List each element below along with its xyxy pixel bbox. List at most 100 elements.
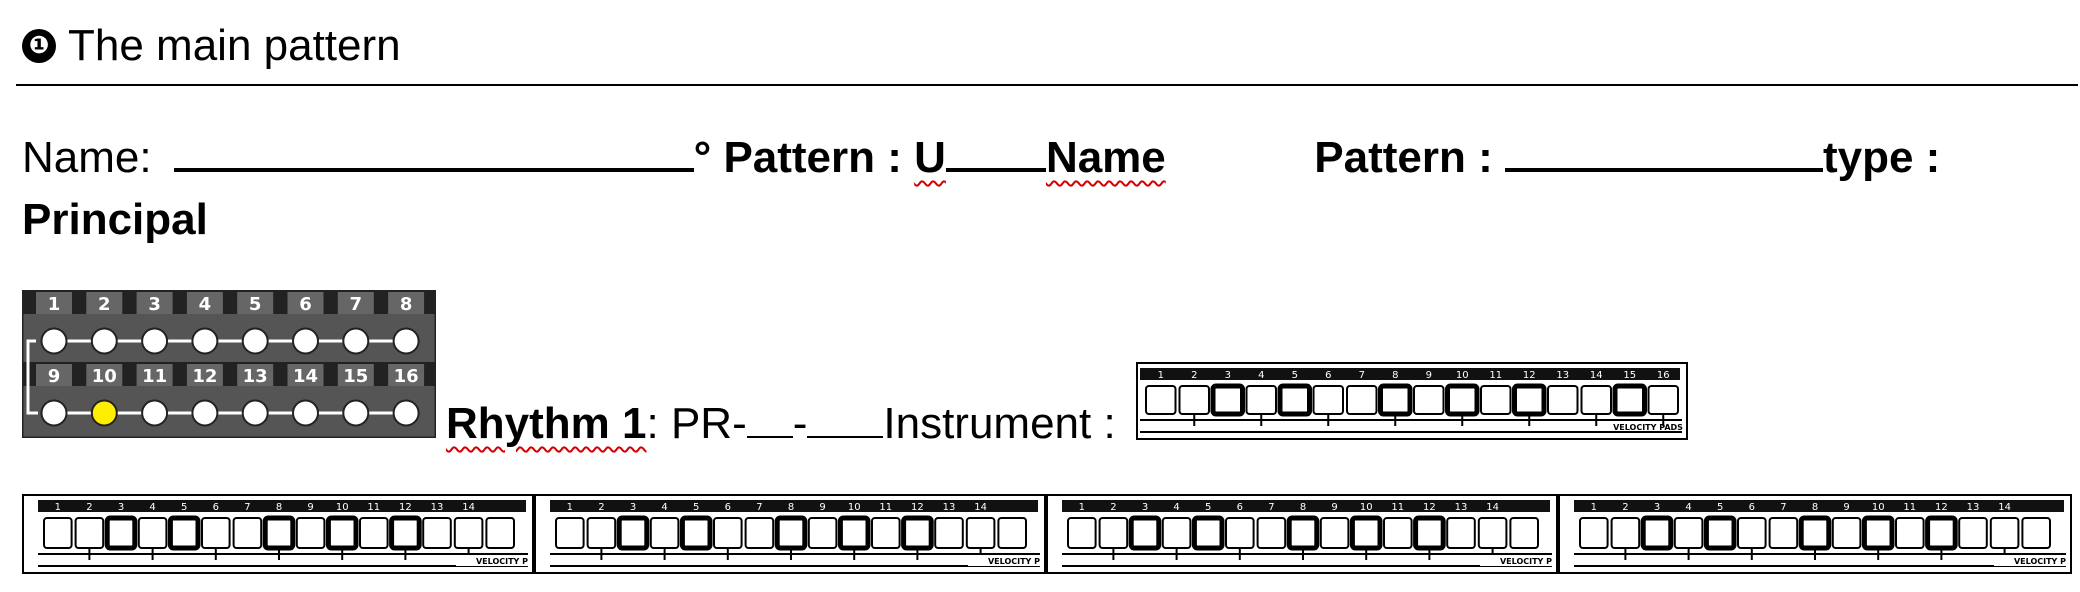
step-pad[interactable] (342, 327, 370, 355)
velocity-pad[interactable] (713, 517, 743, 549)
velocity-pad-accent[interactable] (1378, 383, 1413, 417)
velocity-pad[interactable] (965, 517, 996, 549)
velocity-pad[interactable] (1225, 517, 1255, 549)
velocity-pad[interactable] (1477, 517, 1508, 549)
velocity-pad[interactable] (1547, 385, 1579, 415)
velocity-pad[interactable] (1098, 517, 1129, 549)
velocity-pad-accent[interactable] (1349, 515, 1383, 551)
velocity-pad-accent[interactable] (837, 515, 871, 551)
velocity-pad[interactable] (1178, 385, 1210, 415)
velocity-pad[interactable] (1446, 517, 1476, 549)
velocity-pad[interactable] (453, 517, 484, 549)
velocity-pad-accent[interactable] (167, 515, 201, 551)
velocity-pad[interactable] (1319, 517, 1350, 549)
velocity-pad[interactable] (1831, 517, 1862, 549)
velocity-pad-accent[interactable] (1640, 515, 1674, 551)
velocity-pad[interactable] (744, 517, 775, 549)
velocity-pad-accent[interactable] (1925, 515, 1958, 551)
velocity-pad-accent[interactable] (1445, 383, 1480, 417)
velocity-pad[interactable] (359, 517, 389, 549)
velocity-pad-accent[interactable] (1512, 383, 1547, 417)
velocity-pad-accent[interactable] (1128, 515, 1162, 551)
velocity-pad[interactable] (1673, 517, 1704, 549)
step-pad[interactable] (342, 399, 370, 427)
velocity-pad[interactable] (807, 517, 838, 549)
velocity-pad-accent[interactable] (1861, 515, 1895, 551)
step-pad[interactable] (90, 327, 118, 355)
velocity-pad[interactable] (1509, 517, 1539, 549)
velocity-pad[interactable] (1245, 385, 1277, 415)
strip-step-number: 10 (1360, 502, 1373, 513)
velocity-pad-accent[interactable] (104, 515, 138, 551)
velocity-pad[interactable] (1312, 385, 1344, 415)
name-blank[interactable] (173, 124, 694, 172)
velocity-pad-accent[interactable] (1191, 515, 1225, 551)
step-pad[interactable] (191, 327, 219, 355)
velocity-pad-accent[interactable] (901, 515, 934, 551)
velocity-pad-accent[interactable] (1413, 515, 1446, 551)
velocity-pad-accent[interactable] (679, 515, 713, 551)
velocity-pad[interactable] (1480, 385, 1512, 415)
velocity-pad-accent[interactable] (616, 515, 650, 551)
velocity-pad-accent[interactable] (1798, 515, 1832, 551)
velocity-pad-accent[interactable] (1612, 383, 1647, 417)
step-pad[interactable] (292, 327, 319, 355)
velocity-pad-accent[interactable] (1277, 383, 1312, 417)
velocity-pad[interactable] (586, 517, 617, 549)
velocity-pad[interactable] (1346, 385, 1378, 415)
velocity-pad[interactable] (232, 517, 263, 549)
velocity-pad[interactable] (1413, 385, 1445, 415)
step-pad-active[interactable] (90, 399, 118, 427)
velocity-pad[interactable] (1647, 385, 1679, 415)
velocity-pad[interactable] (201, 517, 231, 549)
velocity-pad[interactable] (1768, 517, 1799, 549)
velocity-pad[interactable] (1895, 517, 1925, 549)
step-pad[interactable] (241, 327, 269, 355)
velocity-pad[interactable] (1737, 517, 1767, 549)
pr-instrument-blank[interactable] (807, 396, 884, 438)
velocity-pad-accent[interactable] (389, 515, 422, 551)
step-pad[interactable] (141, 327, 169, 355)
pad-number-label: 8 (400, 294, 413, 315)
velocity-pad[interactable] (137, 517, 168, 549)
step-pad[interactable] (191, 399, 219, 427)
step-pad[interactable] (40, 327, 68, 355)
velocity-pad[interactable] (1580, 385, 1612, 415)
velocity-pad[interactable] (555, 517, 585, 549)
velocity-pad[interactable] (1579, 517, 1609, 549)
velocity-pad[interactable] (1161, 517, 1192, 549)
velocity-pad[interactable] (1256, 517, 1287, 549)
velocity-pad-accent[interactable] (262, 515, 296, 551)
velocity-pad[interactable] (74, 517, 105, 549)
velocity-pad-accent[interactable] (325, 515, 359, 551)
velocity-pad[interactable] (1958, 517, 1988, 549)
velocity-pad-accent[interactable] (1703, 515, 1737, 551)
pr-number-blank[interactable] (746, 396, 793, 438)
step-pad[interactable] (392, 399, 420, 427)
pattern-number-blank[interactable] (945, 124, 1046, 172)
velocity-pad-accent[interactable] (774, 515, 808, 551)
velocity-pad[interactable] (1989, 517, 2020, 549)
velocity-pad[interactable] (485, 517, 515, 549)
velocity-pad[interactable] (422, 517, 452, 549)
velocity-pad[interactable] (43, 517, 73, 549)
velocity-pad[interactable] (871, 517, 901, 549)
velocity-pad-accent[interactable] (1210, 383, 1245, 417)
velocity-pad[interactable] (295, 517, 326, 549)
velocity-pad[interactable] (2021, 517, 2051, 549)
pattern-name-blank[interactable] (1504, 124, 1823, 172)
velocity-pad[interactable] (997, 517, 1027, 549)
velocity-pad[interactable] (1145, 385, 1177, 415)
velocity-pad[interactable] (1610, 517, 1641, 549)
velocity-pad[interactable] (1383, 517, 1413, 549)
velocity-pad[interactable] (1067, 517, 1097, 549)
velocity-pad-accent[interactable] (1286, 515, 1320, 551)
velocity-pad[interactable] (649, 517, 680, 549)
step-pad[interactable] (392, 327, 420, 355)
velocity-pad[interactable] (934, 517, 964, 549)
step-pad[interactable] (141, 399, 169, 427)
step-pad[interactable] (292, 399, 319, 427)
pad-number-label: 1 (48, 294, 61, 315)
step-pad[interactable] (241, 399, 269, 427)
step-pad[interactable] (40, 399, 68, 427)
